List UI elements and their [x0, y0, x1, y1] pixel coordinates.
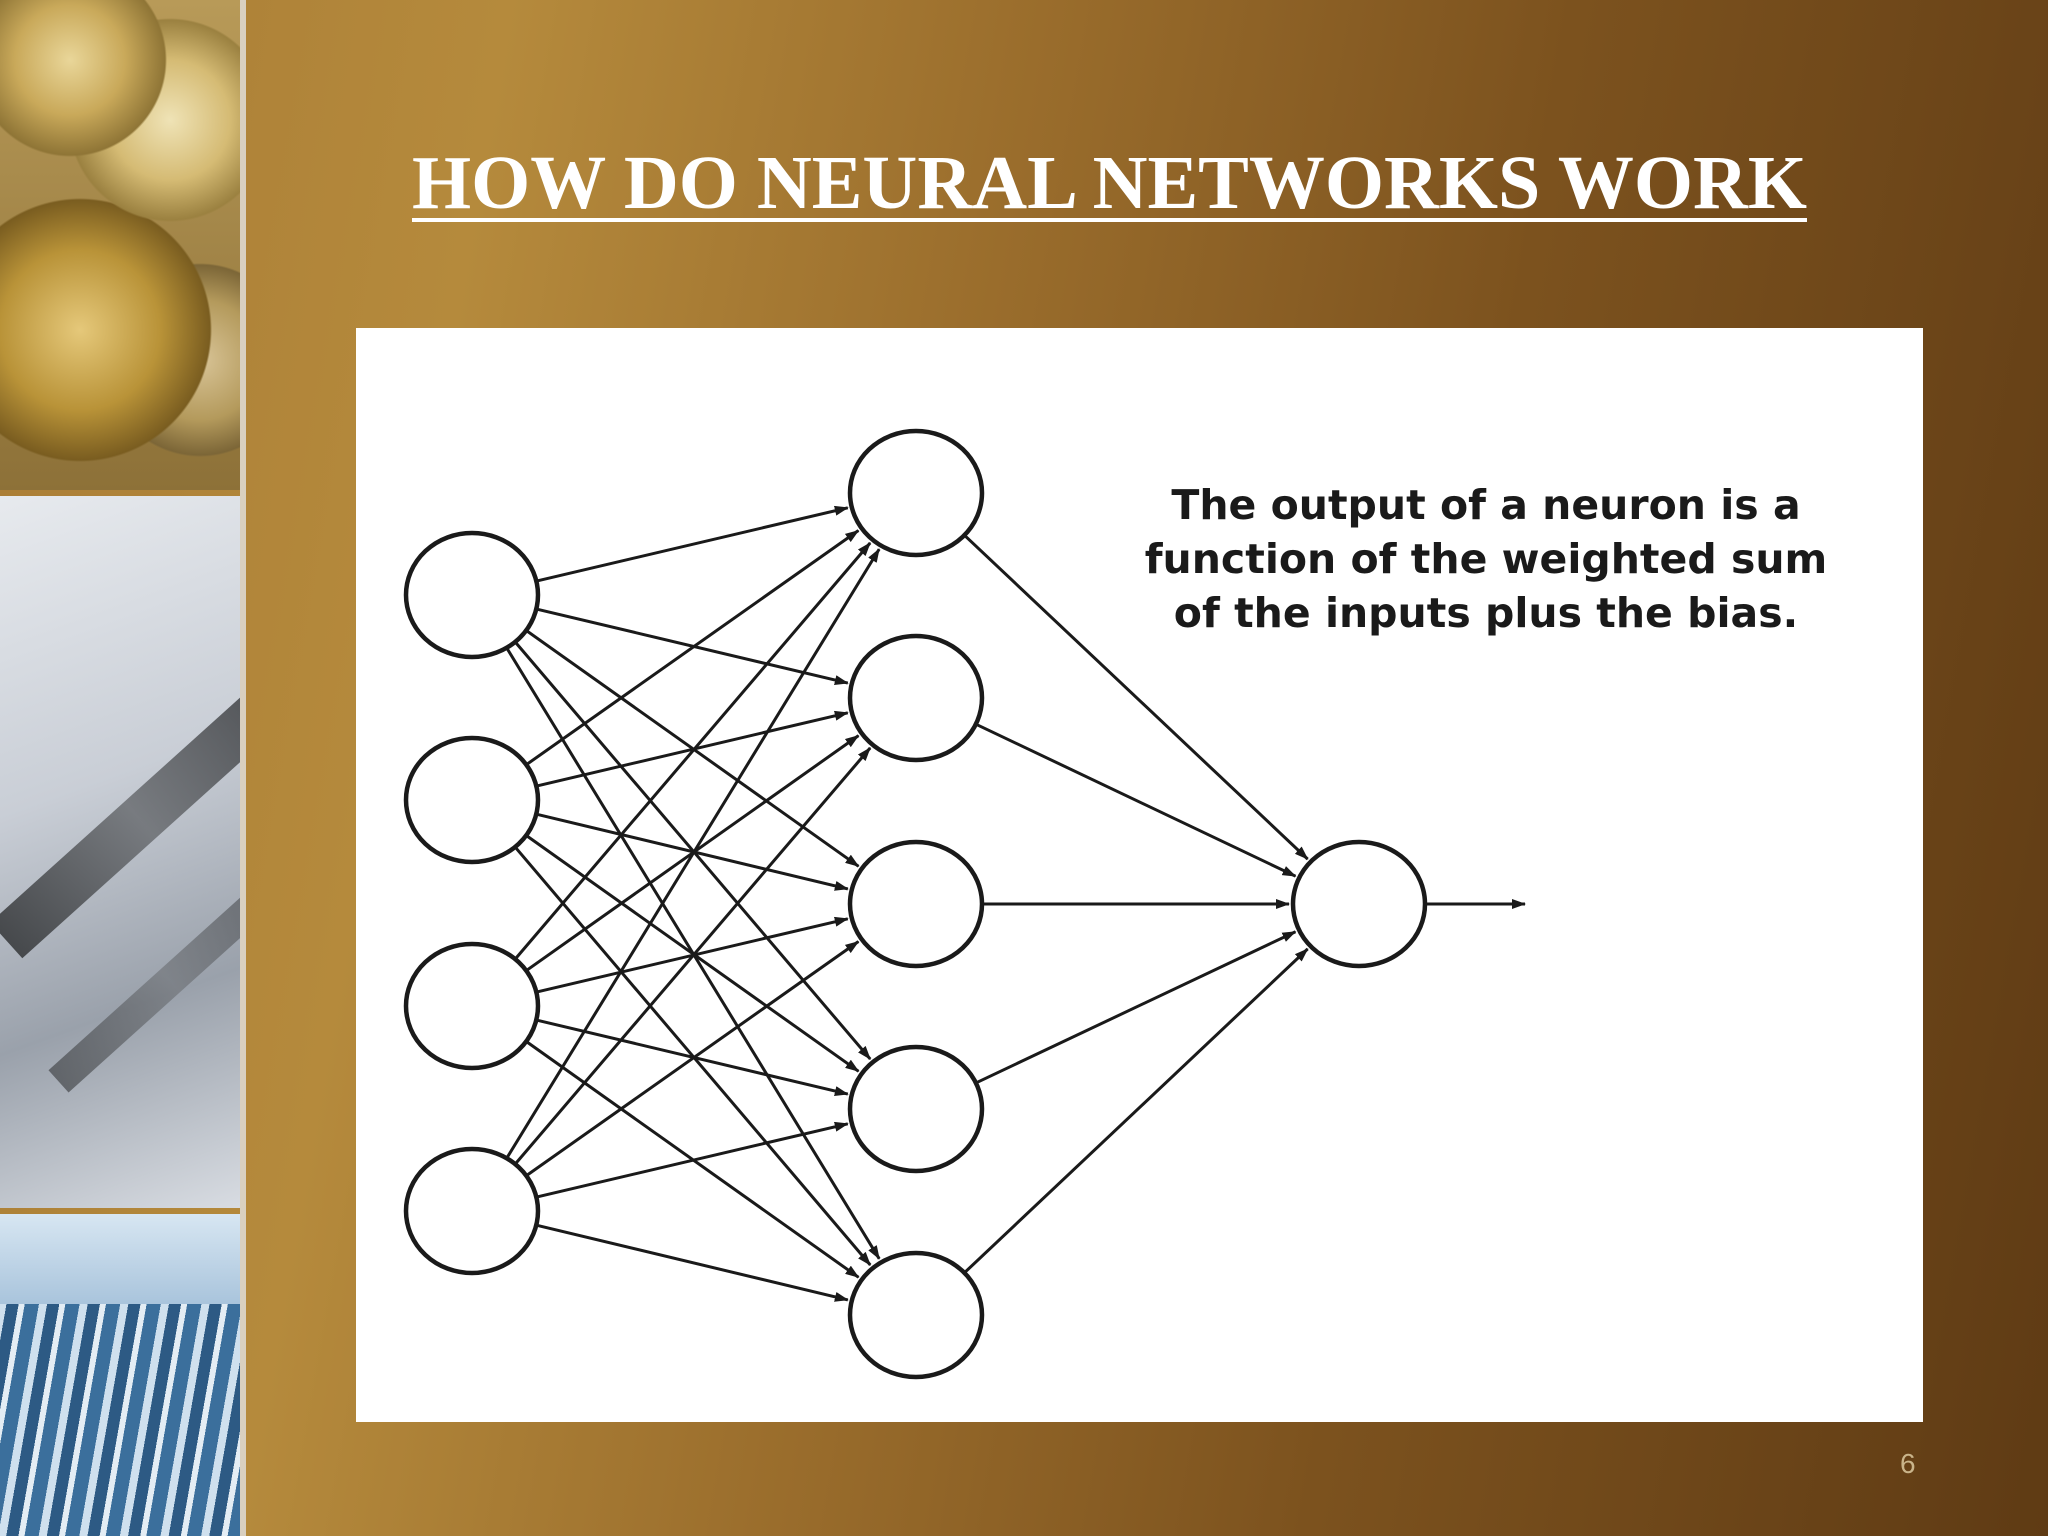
- hidden-neuron-5: [847, 1250, 985, 1380]
- connection-arrow-l0-2-4: [523, 1039, 860, 1279]
- building-sky: [0, 1214, 240, 1304]
- network-graphic: [403, 428, 1526, 1380]
- decorative-image-strip: [0, 0, 246, 1536]
- connection-arrow-l1-3-0: [973, 930, 1297, 1086]
- connection-arrow-l0-0-0: [534, 505, 849, 584]
- output-neuron-1: [1290, 839, 1428, 969]
- connection-arrow-l0-3-2: [523, 940, 860, 1179]
- hidden-neuron-4: [847, 1044, 985, 1174]
- input-neuron-4: [403, 1146, 541, 1276]
- connection-arrow-l1-4-0: [961, 947, 1309, 1276]
- input-neuron-1: [403, 530, 541, 660]
- connection-arrow-l0-0-1: [533, 607, 849, 685]
- connection-arrow-l0-3-3: [534, 1121, 849, 1200]
- neural-network-diagram: The output of a neuron is a function of …: [356, 328, 1923, 1422]
- connection-arrow-l0-1-0: [523, 529, 860, 768]
- connection-arrow-l0-2-3: [533, 1018, 849, 1096]
- connection-arrow-l0-1-1: [534, 710, 849, 789]
- connection-arrow-l0-2-0: [512, 541, 872, 962]
- connection-arrow-l0-1-3: [523, 833, 860, 1073]
- hidden-neuron-1: [847, 428, 985, 558]
- connection-arrow-l0-1-4: [512, 844, 872, 1266]
- connection-lines: [504, 505, 1526, 1302]
- connection-arrow-l1-0-0: [961, 532, 1309, 861]
- page-number: 6: [1900, 1448, 1916, 1479]
- coins-image: [0, 0, 240, 490]
- hidden-neuron-3: [847, 839, 985, 969]
- neuron-nodes: [403, 428, 1428, 1380]
- connection-arrow-l0-3-1: [512, 746, 872, 1167]
- connection-arrow-l0-3-4: [533, 1223, 849, 1302]
- input-neuron-2: [403, 735, 541, 865]
- connection-arrow-l0-0-3: [512, 639, 872, 1061]
- hidden-neuron-2: [847, 633, 985, 763]
- connection-arrow-l0-1-2: [533, 812, 849, 891]
- input-neuron-3: [403, 941, 541, 1071]
- connection-arrow-l1-1-0: [973, 721, 1297, 878]
- financial-chart-image: [0, 496, 240, 1208]
- pen-shape: [0, 681, 240, 959]
- neuron-caption: The output of a neuron is a function of …: [1144, 481, 1828, 637]
- connection-arrow-l0-3-0: [504, 548, 881, 1161]
- slide-title: HOW DO NEURAL NETWORKS WORK: [412, 141, 1807, 225]
